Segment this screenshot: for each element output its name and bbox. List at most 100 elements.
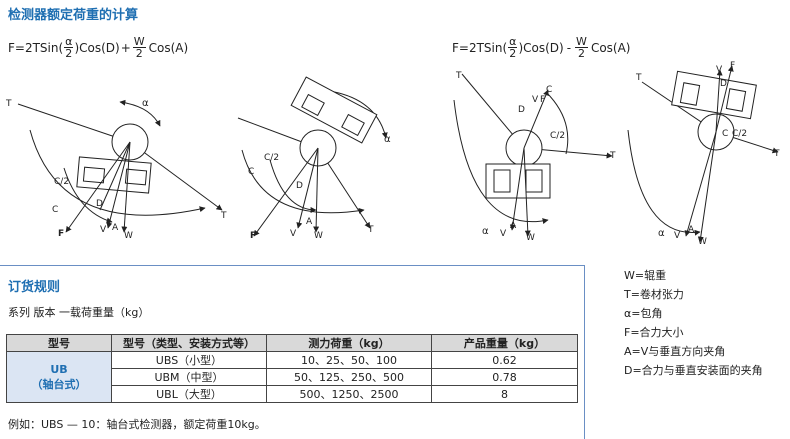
d3-label-c: C — [546, 85, 552, 95]
formula-right-wfraction: W 2 — [575, 36, 588, 59]
spec-header-type: 型号（类型、安装方式等） — [111, 334, 267, 352]
order-section — [0, 265, 585, 439]
d4-v-up-line — [715, 69, 723, 133]
d2-c2-arc — [269, 159, 317, 213]
d4-f-line — [715, 65, 734, 133]
d2-label-w: W — [314, 231, 323, 241]
spec-header-weight: 产品重量（kg） — [431, 334, 578, 352]
legend-item-t: T=卷材张力 — [624, 288, 684, 301]
order-example: 例如：UBS — 10：轴台式检测器，额定荷重10kg。 — [8, 418, 266, 431]
spec-group-label: UB — [50, 363, 68, 376]
d3-label-t-left: T — [455, 71, 462, 81]
d1-f-line — [65, 141, 131, 233]
d1-label-w: W — [124, 231, 133, 241]
formula-left-post: Cos(A) — [148, 40, 189, 55]
d2-w-line — [313, 147, 320, 233]
d4-label-v-top: V — [716, 65, 723, 75]
d3-label-d: D — [518, 105, 525, 115]
d3-sensor-window-right — [525, 169, 543, 193]
d2-label-c: C — [248, 167, 254, 177]
d2-f-line — [253, 147, 319, 237]
d1-label-t-left: T — [5, 99, 12, 109]
order-title: 订货规则 — [8, 280, 61, 295]
formula-left-wden: 2 — [135, 47, 143, 60]
d1-sensor-window-left — [82, 166, 106, 184]
d3-label-c2: C/2 — [550, 131, 565, 141]
d2-label-a: A — [306, 217, 313, 227]
d4-label-f: F — [730, 61, 735, 71]
diagram-4 — [627, 65, 779, 243]
spec-cell-model: UBM（中型） — [111, 368, 267, 386]
d1-label-c2: C/2 — [54, 177, 69, 187]
formula-left-num: α — [64, 35, 74, 48]
d4-label-t-left: T — [635, 73, 642, 83]
d1-label-t-right: T — [220, 211, 227, 221]
formula-right-num: α — [508, 35, 518, 48]
spec-cell-weight: 8 — [431, 385, 578, 403]
d2-v-line — [296, 147, 319, 229]
d4-label-v-bottom: V — [674, 231, 681, 241]
d4-label-d: D — [720, 79, 727, 89]
d3-f-line — [523, 89, 549, 149]
d2-label-t: T — [367, 225, 374, 235]
spec-cell-load: 10、25、50、100 — [266, 351, 432, 369]
d1-label-v: V — [100, 225, 107, 235]
formula-right-post: Cos(A) — [590, 40, 631, 55]
table-row: UB （轴台式） UBS（小型） 10、25、50、100 0.62 — [6, 351, 578, 403]
d1-alpha-arc — [119, 99, 161, 127]
d4-label-c2: C/2 — [732, 129, 747, 139]
d1-label-d: D — [96, 199, 103, 209]
d2-label-v: V — [290, 229, 297, 239]
d4-sensor-window-right — [725, 88, 747, 112]
d2-label-c2: C/2 — [264, 153, 279, 163]
d1-tension-line-left — [17, 103, 131, 143]
d2-sensor-window-right — [341, 113, 365, 137]
diagram-3 — [453, 73, 613, 237]
formula-right-fraction: α 2 — [508, 35, 518, 60]
spec-table: 型号 型号（类型、安装方式等） 测力荷重（kg） 产品重量（kg） UB （轴台… — [6, 334, 578, 403]
formula-left-den: 2 — [65, 47, 73, 60]
legend-item-f: F=合力大小 — [624, 326, 684, 339]
table-row: UBM（中型） 50、125、250、500 0.78 — [7, 368, 578, 386]
d4-label-t-right: T — [773, 149, 780, 159]
spec-table-header-row: 型号 型号（类型、安装方式等） 测力荷重（kg） 产品重量（kg） — [6, 334, 578, 352]
spec-cell-weight: 0.78 — [431, 368, 578, 386]
formula-left-wnum: W — [132, 35, 146, 48]
spec-cell-model: UBS（小型） — [111, 351, 267, 369]
d3-label-alpha: α — [482, 226, 489, 237]
spec-cell-load: 50、125、250、500 — [266, 368, 432, 386]
d1-v-line — [106, 141, 131, 229]
d1-label-f: F — [58, 229, 64, 239]
d1-c2-arc — [63, 167, 113, 224]
d2-c-arc — [241, 149, 365, 214]
d2-label-f: F — [250, 231, 256, 241]
d3-label-w: W — [526, 233, 535, 243]
d1-sensor-window-right — [124, 168, 148, 186]
legend-item-a: A=V与垂直方向夹角 — [624, 345, 726, 358]
d3-label-t-right: T — [609, 151, 616, 161]
d1-d-line — [99, 141, 131, 211]
formula-right-op: - — [566, 40, 572, 55]
formula-left-fraction: α 2 — [64, 35, 74, 60]
formula-right-mid: )Cos(D) — [518, 40, 564, 55]
formula-right-wnum: W — [575, 35, 588, 48]
d4-label-a: A — [688, 225, 695, 235]
d3-label-a: A — [510, 221, 517, 231]
formula-right-den: 2 — [509, 47, 517, 60]
d2-label-alpha: α — [384, 134, 391, 145]
formula-right: F=2TSin( α 2 )Cos(D) - W 2 Cos(A) — [452, 36, 630, 59]
formula-left-pre: F=2TSin( — [8, 40, 64, 55]
diagram-1 — [17, 99, 223, 233]
d3-sensor-window-left — [493, 169, 511, 193]
symbol-legend: W=辊重 T=卷材张力 α=包角 F=合力大小 A=V与垂直方向夹角 D=合力与… — [624, 266, 763, 380]
d4-label-alpha: α — [658, 228, 665, 239]
legend-item-d: D=合力与垂直安装面的夹角 — [624, 364, 763, 377]
spec-cell-weight: 0.62 — [431, 351, 578, 369]
force-diagrams: T T α C/2 C D V A W F α C/2 C D V A W T … — [5, 61, 780, 247]
spec-header-model: 型号 — [6, 334, 112, 352]
diagram-2 — [237, 76, 388, 237]
d2-label-d: D — [296, 181, 303, 191]
d2-sensor-body — [290, 76, 378, 144]
table-row: UBL（大型） 500、1250、2500 8 — [7, 385, 578, 403]
d3-label-f: F — [540, 95, 545, 105]
